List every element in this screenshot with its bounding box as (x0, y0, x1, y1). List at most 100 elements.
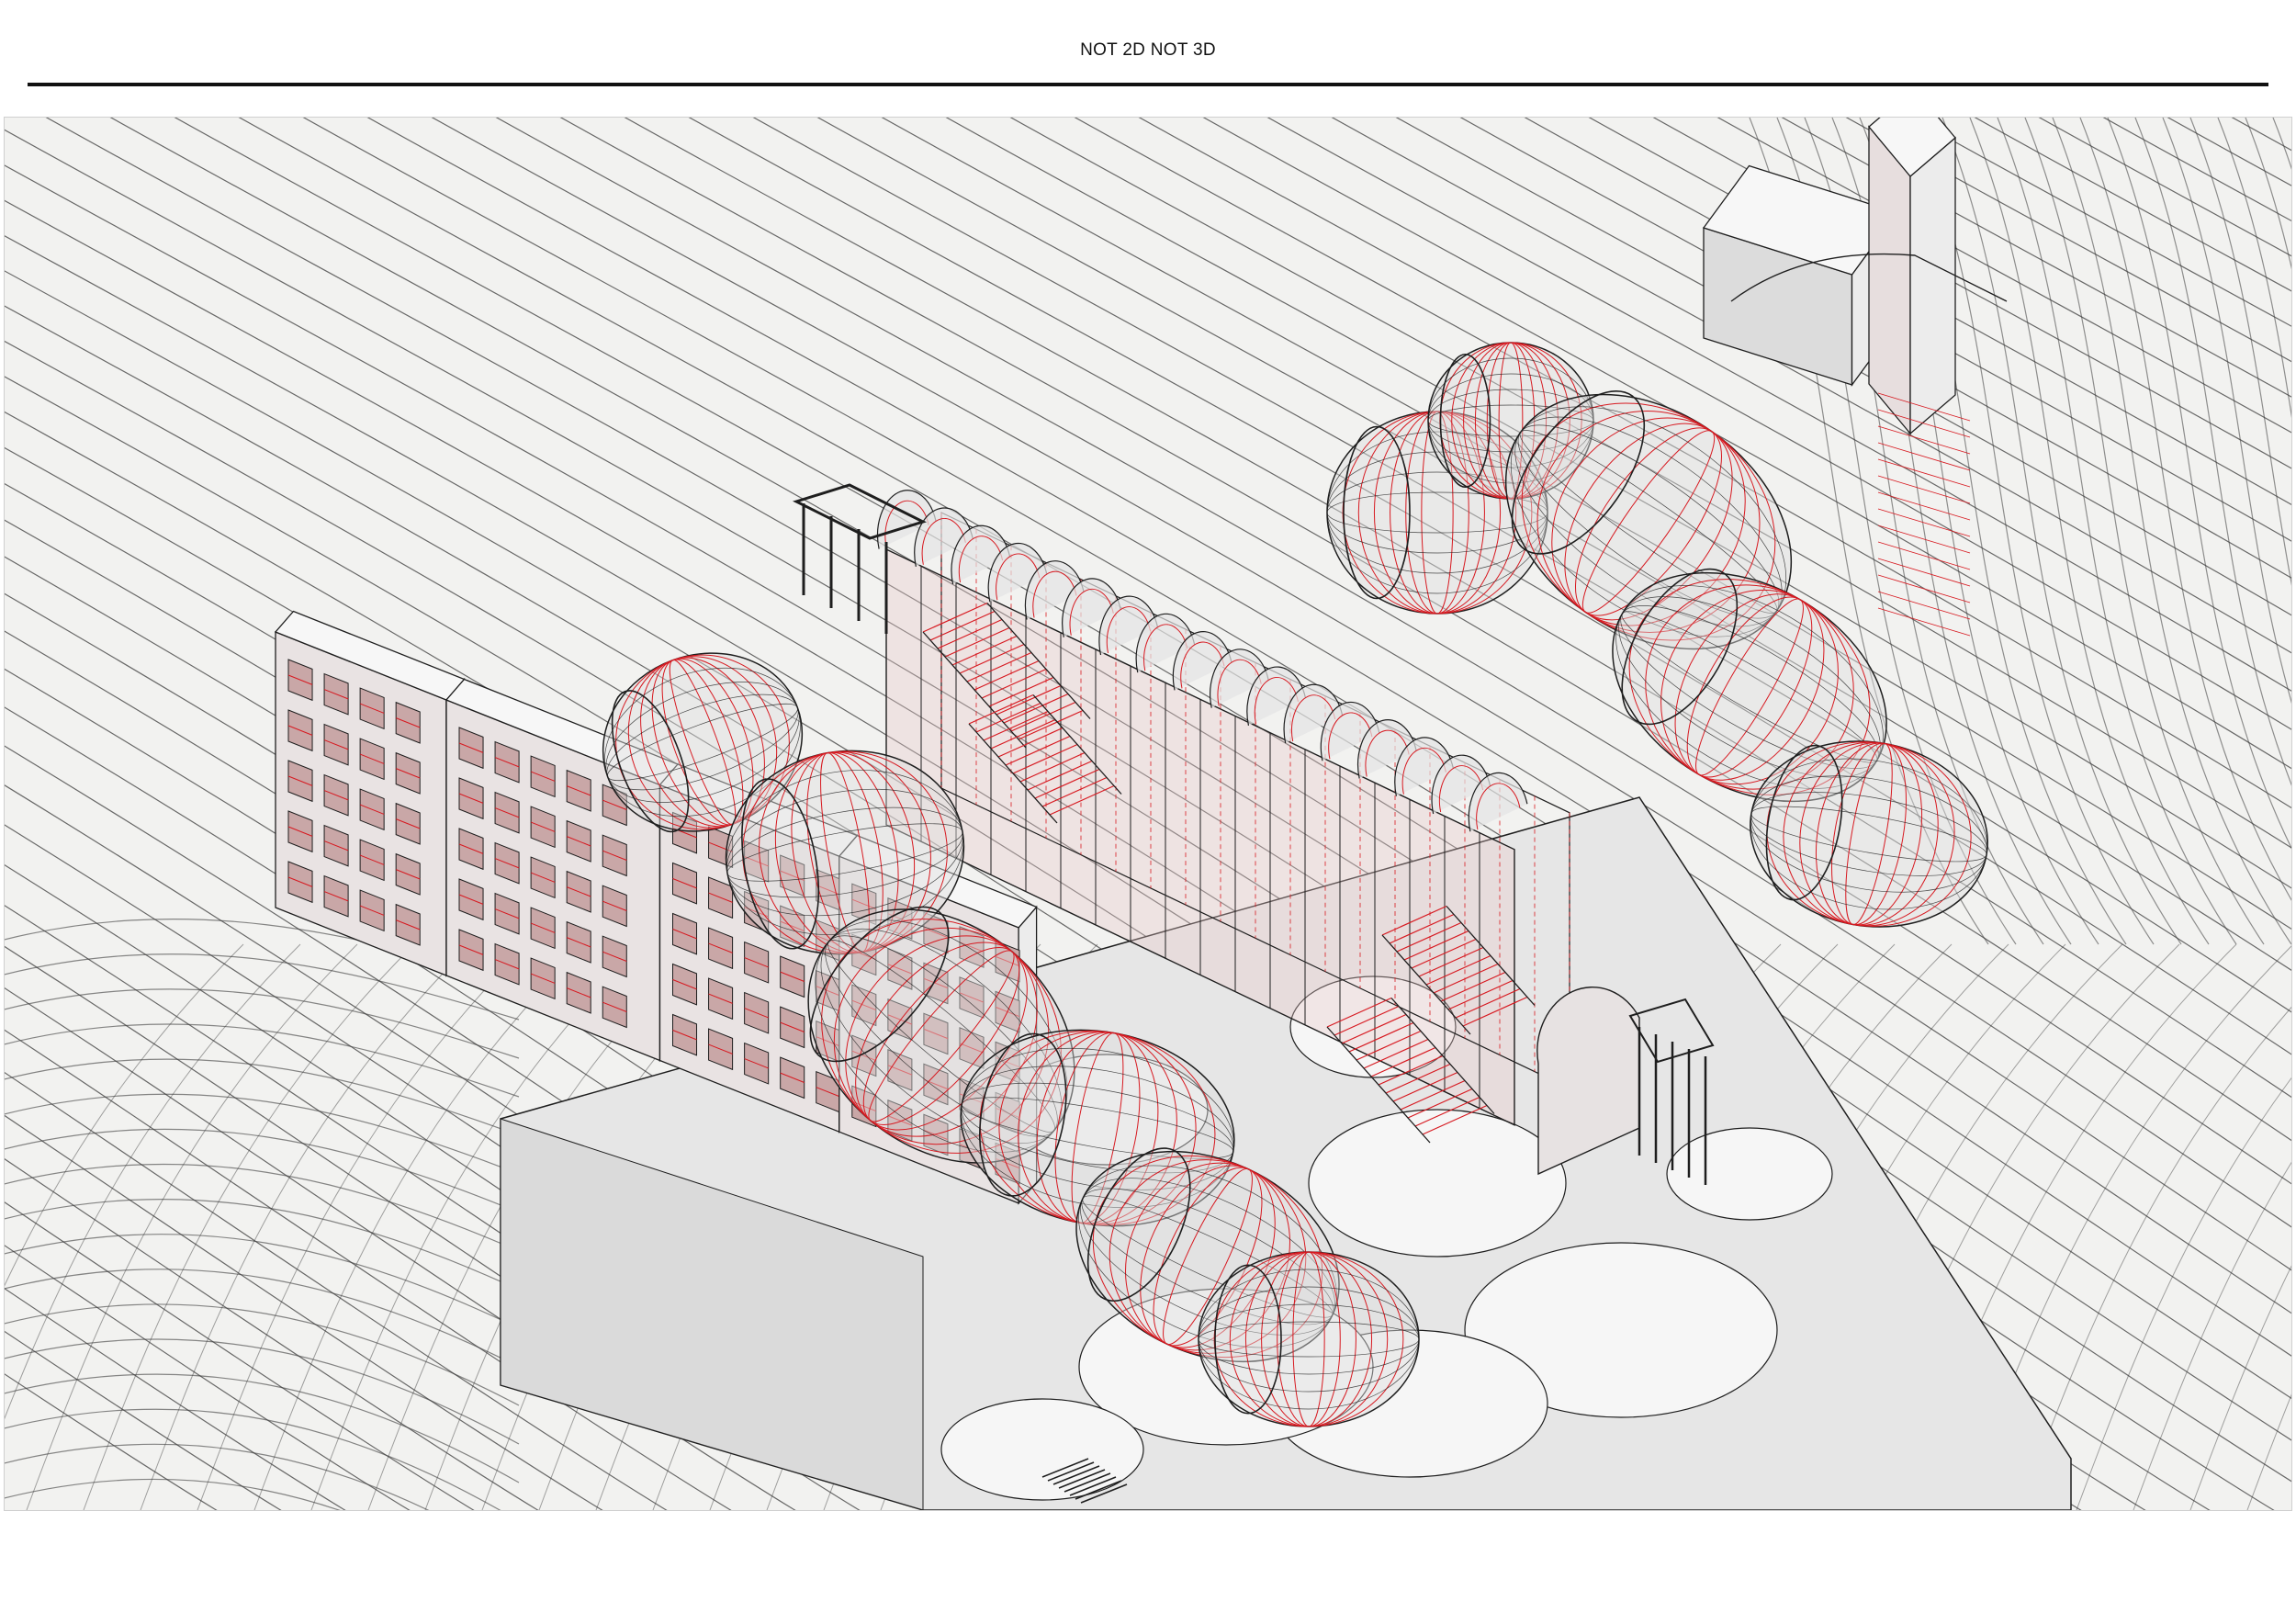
stair-tread (1363, 1038, 1429, 1069)
tower-grid (1877, 392, 1971, 422)
barrel-vault (1320, 701, 1380, 761)
window-mullion (530, 922, 556, 933)
window-mullion (923, 1078, 949, 1090)
contour-line (2134, 118, 2291, 786)
contour-line (1138, 118, 2291, 770)
small-vault-pavilion (1536, 987, 1715, 1185)
stair-tread (1041, 776, 1108, 807)
contour-line (2079, 118, 2291, 901)
window-mullion (887, 913, 913, 924)
stair-tread (1418, 946, 1484, 977)
stair-tread (1433, 963, 1499, 994)
barrel-vault (1024, 560, 1085, 620)
window-mullion (359, 703, 385, 714)
contour-line (2167, 118, 2291, 186)
window-mullion (672, 979, 697, 990)
contour-line (1588, 118, 2291, 505)
stair-tread (966, 651, 1032, 682)
contour-line (5, 1234, 520, 1329)
contour-line (1652, 118, 2291, 469)
window-mullion (395, 717, 421, 728)
stair-stringer (1032, 694, 1122, 795)
tower-curve-roof (1730, 253, 2008, 302)
window-mullion (494, 959, 520, 970)
drawing-panel (4, 117, 2292, 1511)
tube-segment (1504, 390, 1793, 650)
contour-line (5, 987, 796, 1510)
window-mullion (395, 919, 421, 930)
stair-tread (1041, 1458, 1089, 1478)
contour-line (5, 1408, 501, 1510)
slab-shadow (500, 1118, 924, 1510)
vault-rib (1069, 588, 1114, 636)
window-mullion (287, 876, 313, 887)
stair-tread (1396, 921, 1462, 953)
stair-tread (1005, 735, 1071, 766)
contour-line (1845, 118, 2291, 363)
window-mullion (323, 840, 349, 851)
window-mullion (494, 858, 520, 869)
stair-tread (975, 702, 1041, 733)
tower-grid (1877, 524, 1971, 554)
tube-segment (807, 906, 1075, 1164)
window-mullion (780, 971, 805, 982)
window-mullion (995, 955, 1020, 967)
contour-line (2264, 118, 2291, 1510)
vault-rib (1180, 641, 1225, 689)
title-rule (28, 83, 2268, 86)
contour-line (2231, 118, 2291, 152)
contour-line (5, 1443, 430, 1510)
window-mullion (816, 986, 840, 997)
stair-flights (922, 602, 1536, 1144)
contour-line (5, 863, 989, 1510)
window-mullion (708, 942, 733, 953)
stair-tread (1326, 997, 1392, 1028)
window-mullion (708, 841, 733, 852)
stair-tread (1381, 905, 1447, 936)
barrel-vault (1468, 772, 1528, 832)
stair-tread (988, 676, 1054, 707)
barrel-vault (987, 542, 1048, 603)
tube-mouth (1765, 744, 1843, 901)
stair-stringer (1326, 1026, 1431, 1144)
stair-tread (974, 660, 1040, 691)
tube-mouth (1343, 425, 1411, 600)
window-mullion (780, 1072, 805, 1083)
vault-rib (1217, 659, 1262, 706)
grid-line (2019, 1006, 2291, 1510)
contour-line (495, 118, 2291, 1185)
stair-tread (997, 727, 1064, 758)
stair-tread (1010, 701, 1076, 732)
tube-segment (1750, 740, 1988, 928)
window-mullion (744, 1008, 769, 1019)
window-mullion (458, 894, 484, 905)
contour-line (5, 1269, 520, 1368)
stair-tread (1440, 971, 1506, 1002)
stair-tread (981, 668, 1047, 699)
stair-tread (996, 684, 1062, 716)
stair-tread (1019, 751, 1086, 783)
contour-line (5, 1199, 520, 1291)
vault-rib (1254, 677, 1299, 724)
tube-mouth (1621, 568, 1739, 726)
window-mullion (923, 1028, 949, 1040)
window-mullion (566, 987, 591, 998)
barrel-vault (914, 507, 974, 567)
window-mullion (959, 942, 985, 953)
stair-tread (1370, 1046, 1436, 1077)
tube-forms (602, 342, 1988, 1427)
vault-rib (1328, 712, 1373, 760)
tube-ring (1510, 406, 1787, 637)
vault-rib (1106, 606, 1152, 654)
grid-line (2076, 1077, 2291, 1510)
contour-line (1997, 118, 2237, 945)
window-mullion (458, 944, 484, 955)
stair-tread (1003, 693, 1069, 724)
stair-tread (1052, 1465, 1100, 1485)
tube-mouth (1511, 390, 1646, 555)
block-segment (274, 610, 466, 977)
window-mullion (458, 793, 484, 804)
tower-grid (1877, 508, 1971, 537)
tube-ring (1750, 758, 1988, 910)
contour-line (5, 1093, 520, 1175)
